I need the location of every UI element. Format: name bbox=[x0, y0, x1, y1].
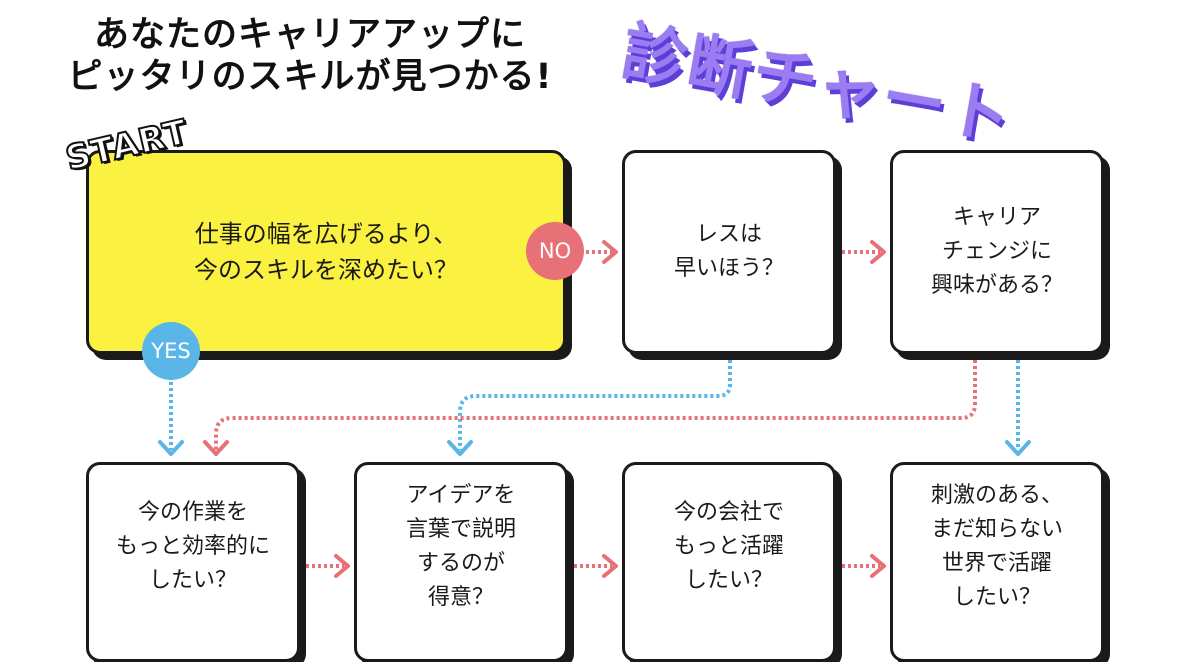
world-question-text: 刺激のある、 まだ知らない 世界で活躍 したい？ bbox=[930, 483, 1063, 610]
header-line-1: あなたのキャリアアップに bbox=[93, 15, 526, 55]
company-question-box: 今の会社で もっと活躍 したい？ bbox=[622, 462, 836, 662]
arrowhead-2 bbox=[870, 240, 886, 264]
career-question-box: キャリア チェンジに 興味がある？ bbox=[890, 150, 1104, 354]
arrow-reply-to-ideas bbox=[458, 360, 732, 450]
ideas-question-box: アイデアを 言葉で説明 するのが 得意？ bbox=[354, 462, 568, 662]
company-question-text: 今の会社で もっと活躍 したい？ bbox=[673, 500, 784, 593]
arrowhead-9 bbox=[1005, 440, 1031, 456]
flow-arrows bbox=[158, 240, 1031, 578]
ideas-question-text: アイデアを 言葉で説明 するのが 得意？ bbox=[405, 483, 516, 610]
world-question-box: 刺激のある、 まだ知らない 世界で活躍 したい？ bbox=[890, 462, 1104, 662]
arrowhead-6 bbox=[158, 440, 184, 456]
yes-badge: YES bbox=[142, 322, 200, 380]
arrow-career-to-efficient bbox=[214, 360, 977, 450]
efficient-question-box: 今の作業を もっと効率的に したい？ bbox=[86, 462, 300, 662]
arrowhead-5 bbox=[870, 554, 886, 578]
header-line-2: ピッタリのスキルが見つかる! bbox=[67, 57, 553, 97]
efficient-question-text: 今の作業を もっと効率的に したい？ bbox=[115, 500, 270, 593]
no-badge: NO bbox=[526, 222, 584, 280]
arrowhead-4 bbox=[602, 554, 618, 578]
career-question-text: キャリア チェンジに 興味がある？ bbox=[930, 205, 1063, 298]
start-question-box: 仕事の幅を広げるより、 今のスキルを深めたい？ bbox=[86, 150, 566, 354]
arrowhead-1 bbox=[602, 240, 618, 264]
arrowhead-7 bbox=[447, 440, 473, 456]
arrowhead-3 bbox=[334, 554, 350, 578]
reply-question-text: レスは 早いほう？ bbox=[673, 222, 784, 281]
arrowhead-8 bbox=[203, 440, 229, 456]
start-question-text: 仕事の幅を広げるより、 今のスキルを深めたい？ bbox=[194, 220, 458, 284]
reply-question-box: レスは 早いほう？ bbox=[622, 150, 836, 354]
